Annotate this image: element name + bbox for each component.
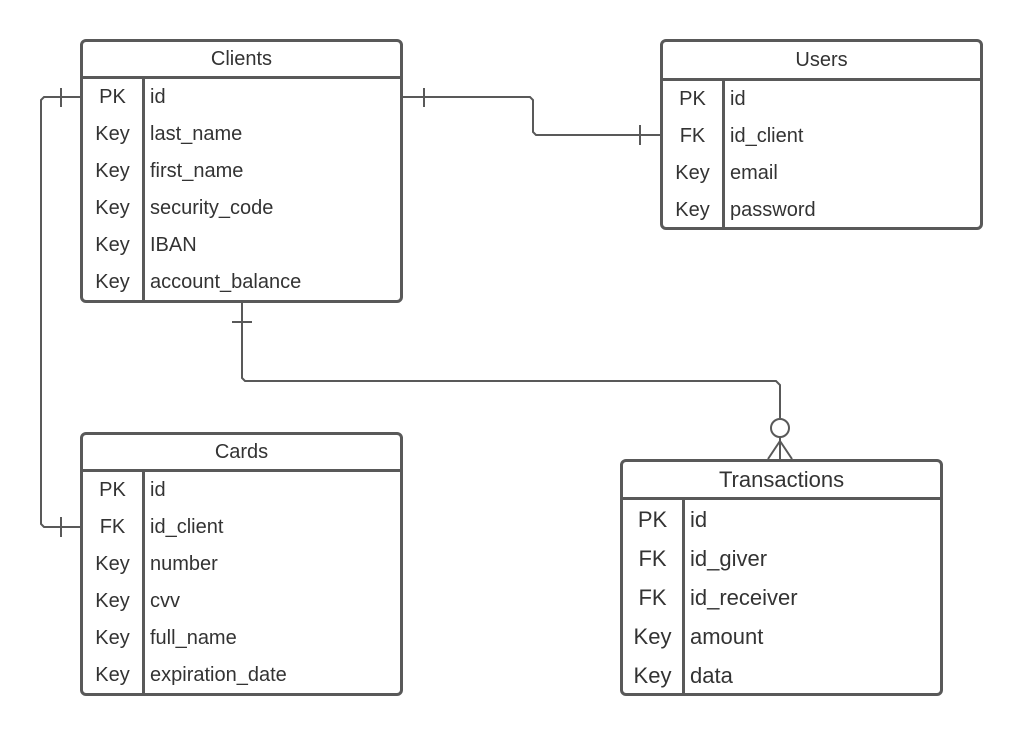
rel-clients-users-line bbox=[403, 96, 660, 136]
key-type-label: Key bbox=[83, 190, 145, 227]
field-name-label: data bbox=[690, 662, 733, 688]
entity-title: Users bbox=[663, 42, 980, 81]
rel-clients-transactions-crowfoot-left bbox=[767, 440, 781, 460]
field-name-label: last_name bbox=[150, 123, 243, 145]
field-name-label: amount bbox=[690, 623, 764, 649]
field-name-label: id_client bbox=[730, 125, 804, 147]
field-name-label: password bbox=[730, 199, 816, 221]
field-name-label: id_receiver bbox=[690, 584, 798, 610]
key-type-label: FK bbox=[663, 118, 725, 155]
key-type-label: Key bbox=[83, 264, 145, 300]
field-name-label: number bbox=[150, 553, 218, 575]
entity-title: Clients bbox=[83, 42, 400, 79]
field-name-label: IBAN bbox=[150, 234, 197, 256]
key-type-label: PK bbox=[83, 79, 145, 116]
key-type-label: Key bbox=[83, 153, 145, 190]
key-type-label: PK bbox=[623, 500, 685, 539]
key-type-label: Key bbox=[83, 620, 145, 657]
key-type-label: Key bbox=[663, 192, 725, 227]
key-type-label: FK bbox=[83, 509, 145, 546]
rel-clients-transactions-crowfoot-right bbox=[779, 440, 793, 460]
key-type-label: Key bbox=[83, 116, 145, 153]
field-name-label: id bbox=[150, 479, 166, 501]
field-name-label: security_code bbox=[150, 197, 274, 219]
field-name-label: email bbox=[730, 162, 778, 184]
key-type-label: Key bbox=[83, 546, 145, 583]
rel-clients-cards-line bbox=[40, 96, 80, 528]
key-type-label: Key bbox=[623, 656, 685, 693]
key-type-label: Key bbox=[623, 617, 685, 656]
entity-title: Transactions bbox=[623, 462, 940, 500]
rel-clients-transactions-line bbox=[241, 303, 781, 418]
key-type-label: Key bbox=[663, 155, 725, 192]
rel-clients-transactions-zero-circle bbox=[770, 418, 790, 438]
field-name-label: account_balance bbox=[150, 271, 302, 293]
field-name-label: id_giver bbox=[690, 545, 768, 571]
key-type-label: Key bbox=[83, 227, 145, 264]
field-name-label: id_client bbox=[150, 516, 224, 538]
key-type-label: FK bbox=[623, 578, 685, 617]
field-name-label: cvv bbox=[150, 590, 180, 612]
entity-title: Cards bbox=[83, 435, 400, 472]
field-name-label: full_name bbox=[150, 627, 237, 649]
field-name-label: id bbox=[730, 88, 746, 110]
field-name-label: id bbox=[690, 506, 708, 532]
key-type-label: Key bbox=[83, 583, 145, 620]
field-name-label: first_name bbox=[150, 160, 244, 182]
key-type-label: PK bbox=[663, 81, 725, 118]
key-type-label: FK bbox=[623, 539, 685, 578]
field-name-label: id bbox=[150, 86, 166, 108]
key-type-label: Key bbox=[83, 657, 145, 693]
key-type-label: PK bbox=[83, 472, 145, 509]
field-name-label: expiration_date bbox=[150, 664, 287, 686]
